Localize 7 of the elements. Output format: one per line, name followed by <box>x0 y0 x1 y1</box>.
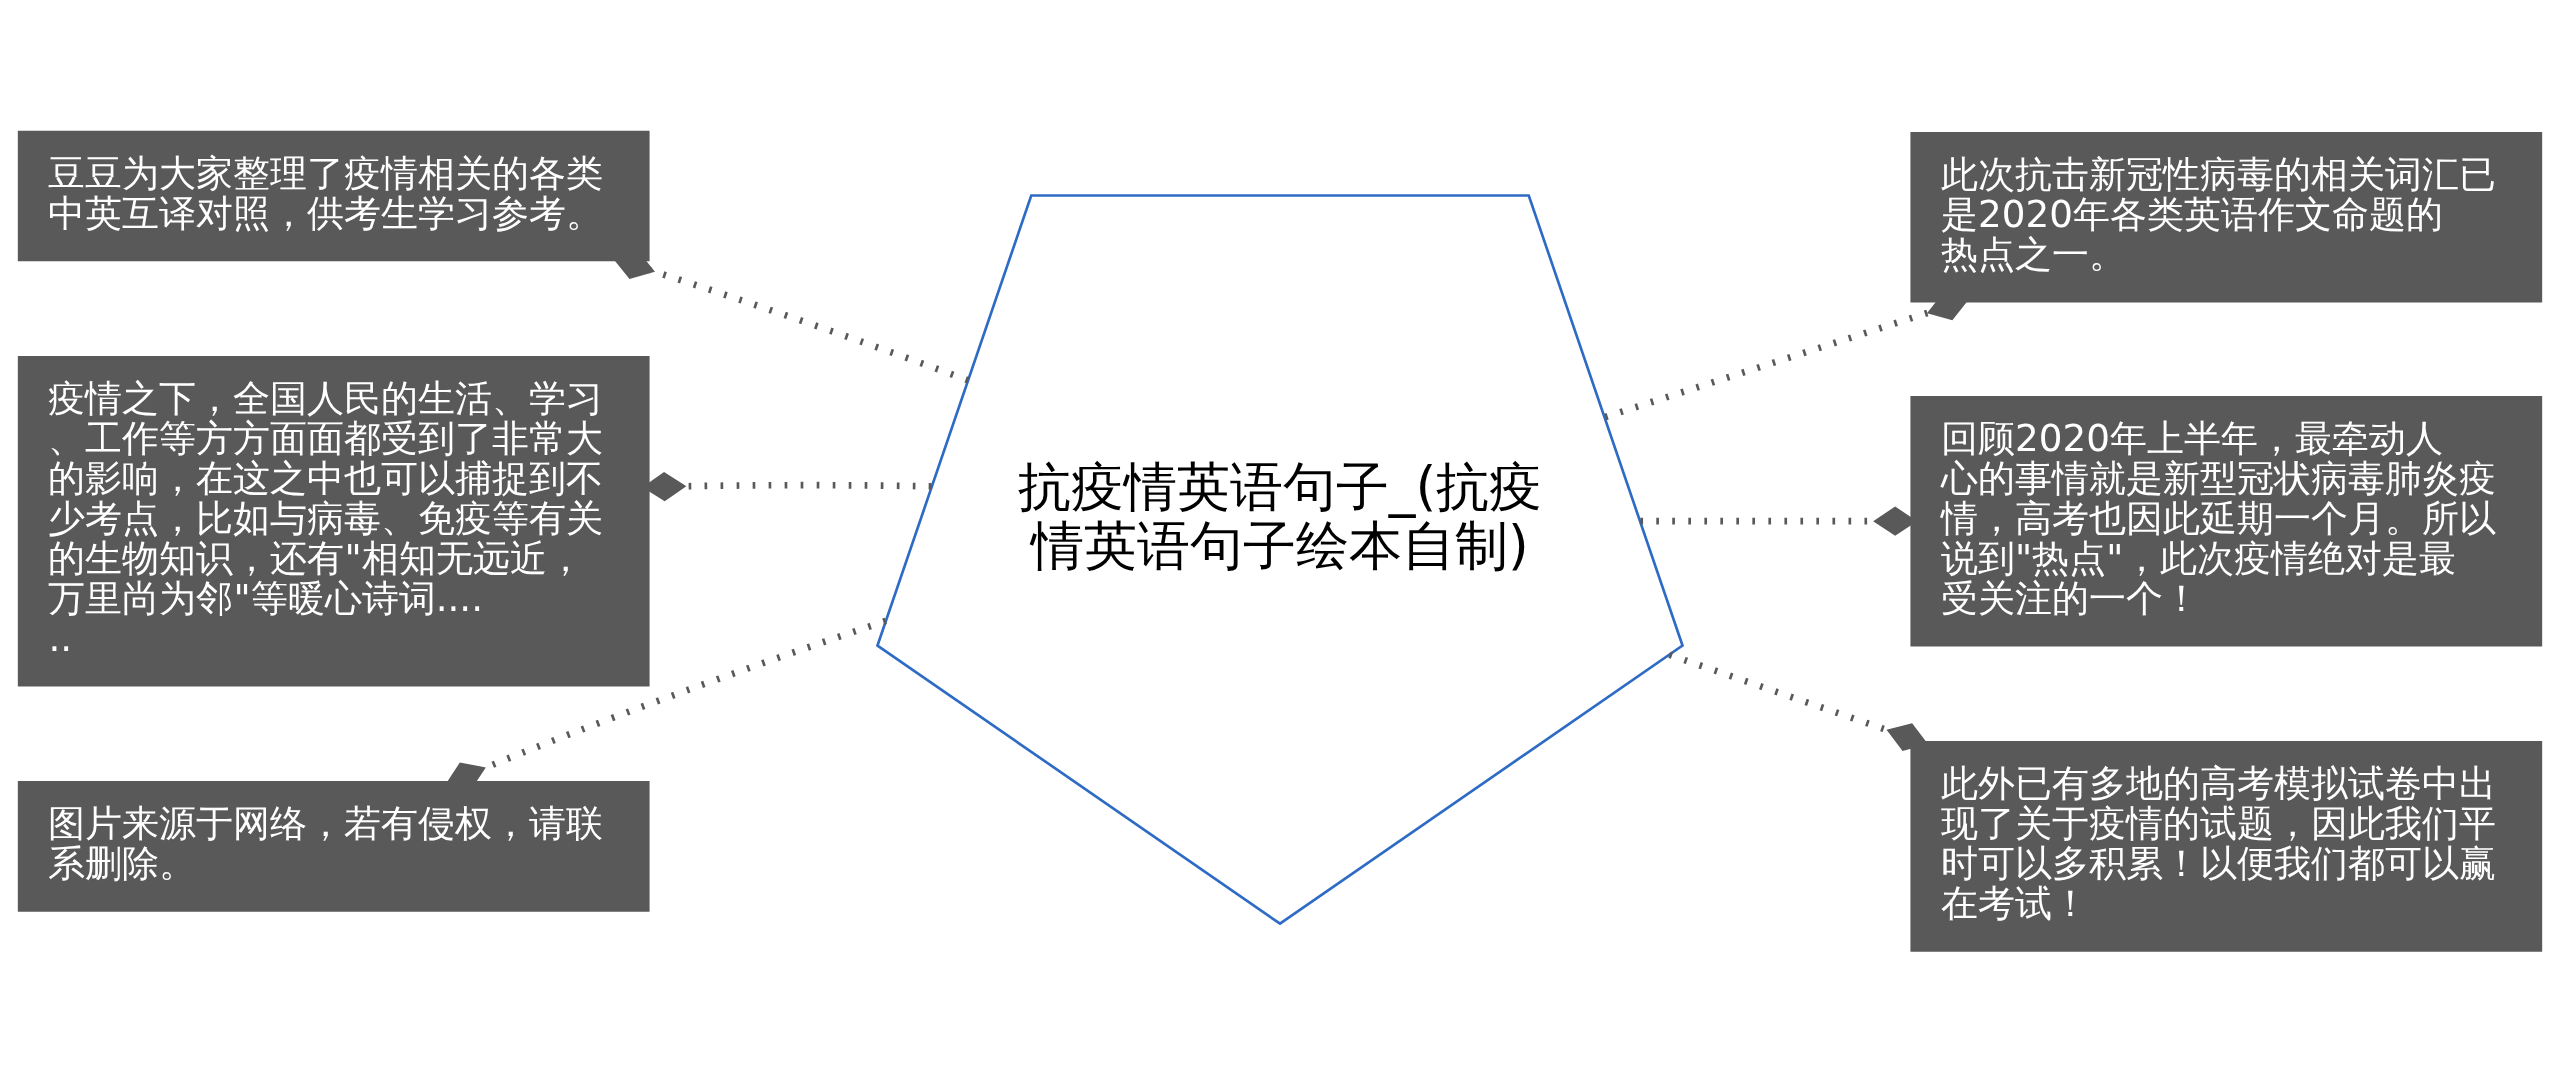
node-box: 此外已有多地的高考模拟试卷中出现了关于疫情的试题，因此我们平时可以多积累！以便我们都可以赢在考试！ <box>1910 741 2543 952</box>
connector <box>1668 651 1929 751</box>
node-box: 豆豆为大家整理了疫情相关的各类中英互译对照，供考生学习参考。 <box>17 130 650 262</box>
node-box: 此次抗击新冠性病毒的相关词汇已是2020年各类英语作文命题的热点之一。 <box>1910 132 2543 303</box>
node-box: 疫情之下，全国人民的生活、学习、工作等方方面面都受到了非常大的影响，在这之中也可以捕捉到不少考点，比如与病毒、免疫等有关的生物知识，还有"相知无远近，万里尚为邻"等暖心诗词...... <box>17 355 650 687</box>
node-box: 回顾2020年上半年，最牵动人心的事情就是新型冠状病毒肺炎疫情，高考也因此延期一个月。所以说到"热点"，此次疫情绝对是最受关注的一个！ <box>1910 395 2543 647</box>
node-box: 图片来源于网络，若有侵权，请联系删除。 <box>17 781 650 912</box>
